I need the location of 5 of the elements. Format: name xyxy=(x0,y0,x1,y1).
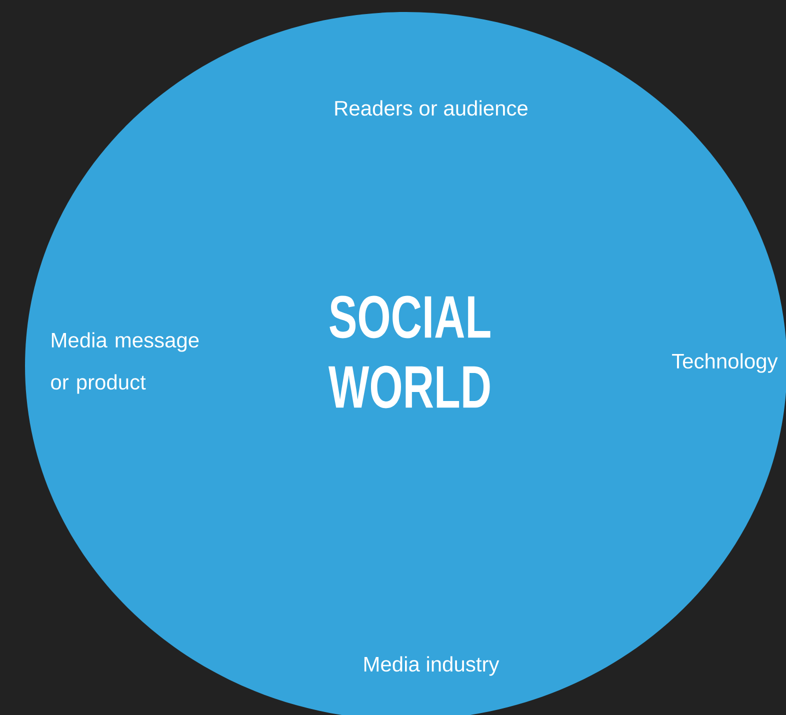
label-text: Readers or audience xyxy=(335,100,528,116)
label-text: Technology xyxy=(672,353,778,373)
title-text: SOCIAL WORLD xyxy=(328,296,490,408)
label-text: Media industry xyxy=(364,656,500,676)
label-text: Media message or product xyxy=(51,332,199,394)
